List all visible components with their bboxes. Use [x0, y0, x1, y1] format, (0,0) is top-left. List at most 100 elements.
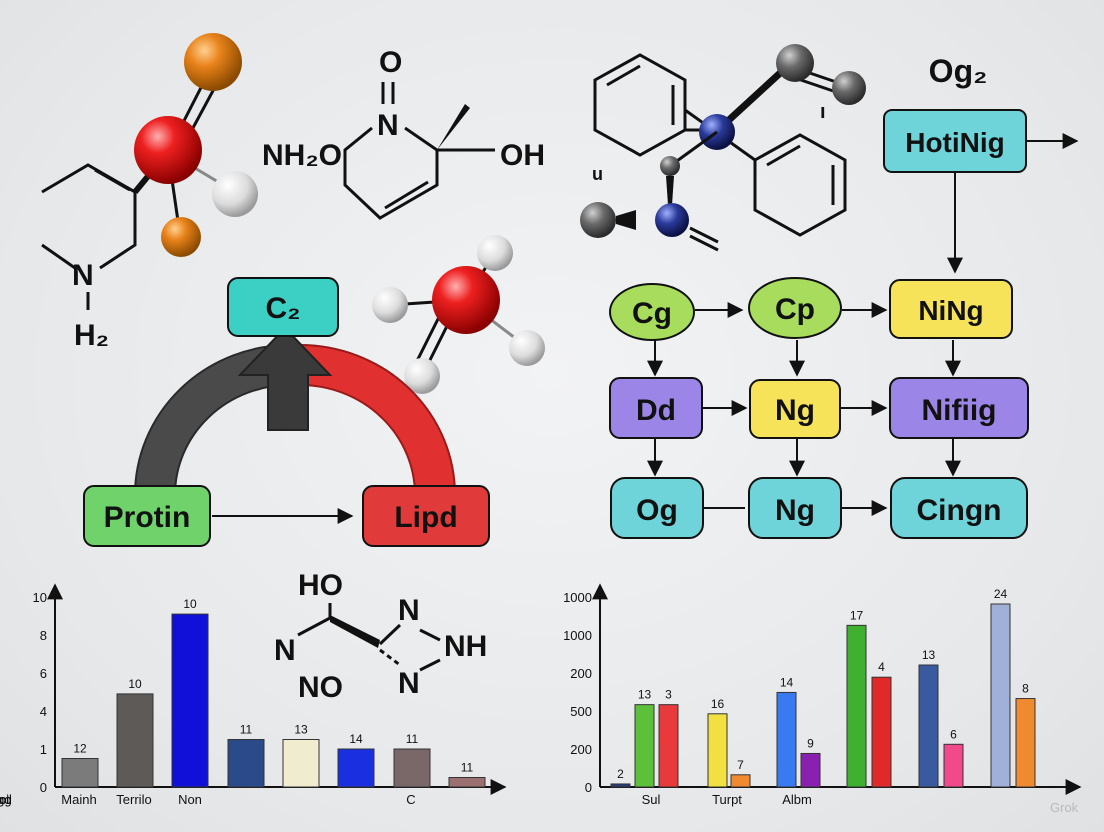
category-label: Agg [0, 792, 12, 807]
hydrogen-1 [372, 287, 408, 323]
hydrogen-atom [212, 171, 258, 217]
wedge-to-gray [715, 61, 793, 133]
mol4-ho-label: HO [298, 569, 343, 602]
y-tick-label: 1000 [563, 590, 592, 605]
hydrogen-4 [404, 358, 440, 394]
bar [610, 783, 631, 788]
bar [730, 774, 751, 788]
molecule-biphenyl: u ı [580, 44, 866, 252]
wedge [437, 104, 470, 150]
y-tick-label: 0 [585, 780, 592, 795]
ring-bond-4 [419, 658, 441, 672]
bar [393, 748, 431, 788]
category-label: Non [178, 792, 202, 807]
mol2-o-label: O [379, 46, 402, 79]
row2-label-3: Nifiig [922, 394, 997, 427]
bar-value-label: 8 [1022, 682, 1029, 696]
mol3-small-label: u [592, 164, 603, 184]
y-tick-label: 8 [40, 628, 47, 643]
molecule-nitroso: O N NH₂O OH [262, 46, 545, 220]
row1-label-3: NiNg [918, 295, 983, 326]
bar-value-label: 4 [878, 660, 885, 674]
bar [776, 691, 797, 788]
bar [61, 758, 99, 788]
bar [990, 603, 1011, 788]
row3-node-3 [890, 477, 1028, 539]
category-label: Turpt [712, 792, 742, 807]
category-label: Mainh [61, 792, 96, 807]
bar [871, 676, 892, 788]
bar-value-label: 16 [711, 697, 725, 711]
bar [846, 624, 867, 788]
bar [171, 613, 209, 788]
row3-label-1: Og [636, 494, 678, 527]
watermark: Grok [1050, 800, 1079, 815]
mol4-n2-label: N [398, 667, 420, 700]
gray-atom-2 [832, 71, 866, 105]
hydrogen-2 [477, 235, 513, 271]
left-box [83, 485, 211, 547]
bar-value-label: 14 [780, 675, 794, 689]
bar-value-label: 13 [922, 648, 936, 662]
bond-down-2 [413, 314, 442, 366]
mol4-n1-label: N [398, 594, 420, 627]
ring-bond-3 [419, 628, 441, 642]
row2-label-2: Ng [775, 394, 815, 427]
y-tick-label: 1000 [563, 628, 592, 643]
row1-node-2 [748, 277, 842, 339]
ring1-inner [606, 64, 641, 87]
bar-value-label: 9 [807, 736, 814, 750]
mol1-h2-label: H₂ [74, 319, 109, 352]
flow-top-box-label: HotiNig [905, 127, 1005, 158]
mol2-oh-label: OH [500, 139, 545, 172]
wedge-down [666, 176, 674, 205]
bar [1015, 698, 1036, 788]
bar-value-label: 14 [349, 732, 363, 746]
bar [282, 739, 320, 788]
bar-value-label: 11 [240, 723, 253, 737]
cycle-right-label: Lipd [394, 501, 457, 534]
bar-value-label: 13 [638, 688, 652, 702]
oxygen-atom [134, 116, 202, 184]
hydrogen-3 [509, 330, 545, 366]
ring-bond-2 [379, 648, 401, 667]
row3-label-3: Cingn [917, 494, 1002, 527]
category-labels: SulUctMoilTurptAggAlbm [0, 792, 812, 807]
category-label: Albm [782, 792, 812, 807]
bar [658, 704, 679, 788]
bar [918, 664, 939, 788]
bar-value-label: 7 [737, 758, 744, 772]
category-label: Moil [0, 792, 12, 807]
category-label: Sul [642, 792, 661, 807]
bar-value-label: 24 [994, 587, 1008, 601]
row2-node-3 [889, 377, 1029, 439]
bar-value-label: 12 [73, 742, 87, 756]
y-tick-label: 500 [570, 704, 592, 719]
bar [800, 752, 821, 788]
cycle-diagram: C₂ Protin Lipd [83, 277, 490, 547]
bar-value-label: 10 [183, 597, 197, 611]
bar-value-label: 2 [617, 767, 624, 781]
oxygen-center [432, 266, 500, 334]
ring-bond-1 [378, 623, 402, 646]
row1-node-3 [889, 279, 1013, 339]
right-box [362, 485, 490, 547]
y-tick-label: 4 [40, 704, 47, 719]
mol4-no-label: NO [298, 671, 343, 704]
mol3-small-label-2: ı [820, 101, 826, 123]
gray-atom-3 [580, 202, 616, 238]
molecule-water [372, 235, 545, 394]
row3-label-2: Ng [775, 494, 815, 527]
wedge [330, 615, 380, 648]
ring-bonds [41, 163, 137, 270]
flow-title: Og₂ [929, 53, 988, 89]
molecule-diazine: HO N NO N NH N [274, 569, 487, 704]
bar [448, 777, 486, 788]
y-tick-label: 0 [40, 780, 47, 795]
double-bond [94, 168, 131, 192]
